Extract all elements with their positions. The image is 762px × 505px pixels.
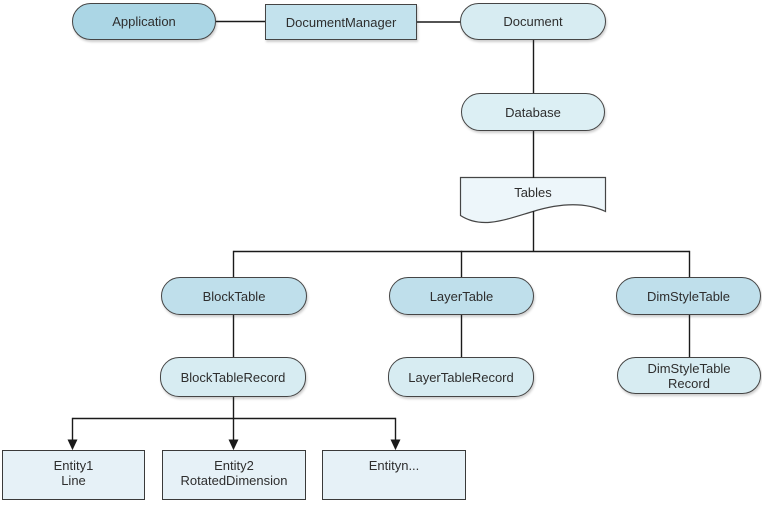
node-label: Entityn...: [368, 458, 420, 473]
arrowheads: [67, 439, 401, 451]
node-label-line1: Entity1: [53, 458, 94, 473]
node-block-table: BlockTable: [161, 277, 307, 315]
node-label: Tables: [514, 184, 552, 200]
node-database: Database: [461, 93, 605, 131]
node-document-manager: DocumentManager: [265, 4, 417, 40]
node-dim-style-table: DimStyleTable: [616, 277, 761, 315]
connectors: [71, 20, 691, 441]
node-application: Application: [72, 3, 216, 40]
arrowhead: [67, 439, 78, 451]
node-dim-style-table-record: DimStyleTable Record: [617, 357, 761, 394]
arrowhead: [228, 439, 239, 451]
node-label: Database: [505, 104, 561, 120]
node-label-line2: Record: [668, 375, 710, 391]
arrowhead: [390, 439, 401, 451]
node-label: BlockTable: [202, 288, 266, 304]
node-layer-table: LayerTable: [389, 277, 534, 315]
node-label-line1: Entity2: [214, 458, 254, 473]
node-label: LayerTableRecord: [408, 369, 514, 385]
node-label-line1: DimStyleTable: [647, 360, 731, 376]
node-label: LayerTable: [429, 288, 494, 304]
node-document: Document: [460, 3, 606, 40]
node-block-table-record: BlockTableRecord: [160, 357, 306, 397]
node-label: BlockTableRecord: [180, 369, 286, 385]
node-entityn: Entityn...: [322, 450, 466, 500]
node-label: DimStyleTable: [646, 288, 731, 304]
node-label: Application: [112, 14, 176, 29]
node-entity1-line: Entity1 Line: [2, 450, 145, 500]
node-tables: Tables: [460, 178, 606, 206]
node-entity2-rotated-dimension: Entity2 RotatedDimension: [162, 450, 306, 500]
node-label: Document: [503, 14, 563, 29]
node-layer-table-record: LayerTableRecord: [388, 357, 534, 397]
node-label-line2: RotatedDimension: [180, 473, 288, 488]
node-label: DocumentManager: [285, 14, 397, 30]
node-label-line2: Line: [61, 473, 86, 488]
